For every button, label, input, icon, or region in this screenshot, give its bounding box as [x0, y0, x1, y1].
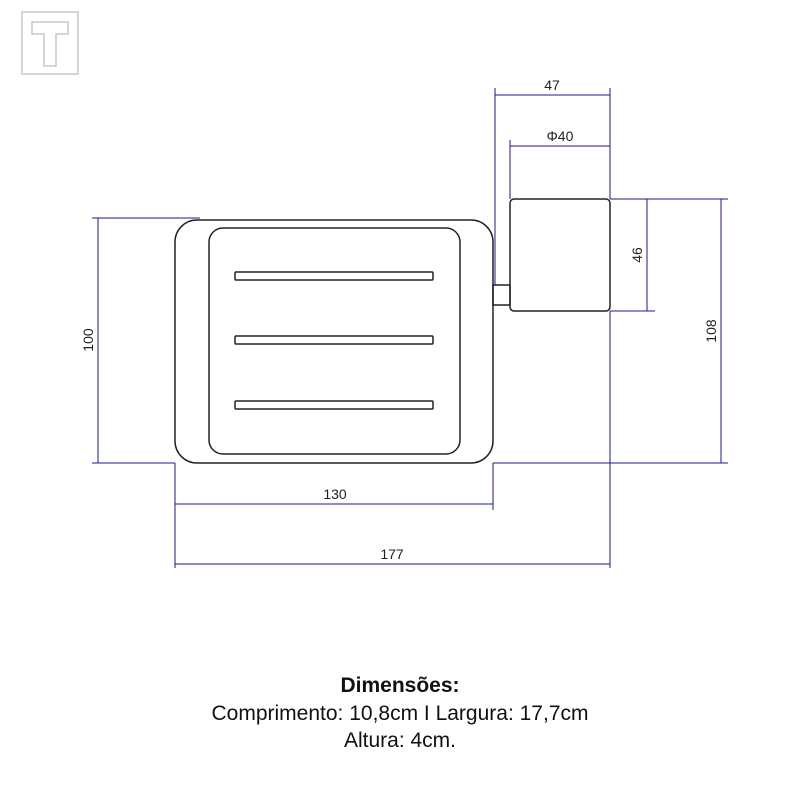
dish-outer-frame	[174, 219, 494, 464]
mount-connector	[492, 284, 511, 306]
wall-mount-outline	[492, 198, 611, 312]
dimension-label-177: 177	[380, 546, 404, 562]
dimension-lines	[92, 88, 728, 568]
caption-dimensions-line: Comprimento: 10,8cm I Largura: 17,7cm	[211, 702, 589, 725]
brand-logo	[21, 11, 79, 75]
caption-title: Dimensões:	[340, 674, 460, 697]
drain-slot-2	[234, 335, 434, 345]
dimension-label-108: 108	[703, 319, 719, 343]
dimension-label-130: 130	[323, 486, 347, 502]
dimension-label-47: 47	[544, 77, 560, 93]
mount-cylinder	[509, 198, 611, 312]
dimension-label-100: 100	[80, 328, 96, 352]
dimension-label-diameter-40: Φ40	[547, 128, 574, 144]
caption-height-line: Altura: 4cm.	[343, 729, 457, 752]
drain-slot-1	[234, 271, 434, 281]
soap-dish-outline	[174, 219, 494, 464]
dish-inner-tray	[208, 227, 461, 455]
dimension-label-46: 46	[629, 247, 645, 263]
drain-slot-3	[234, 400, 434, 410]
